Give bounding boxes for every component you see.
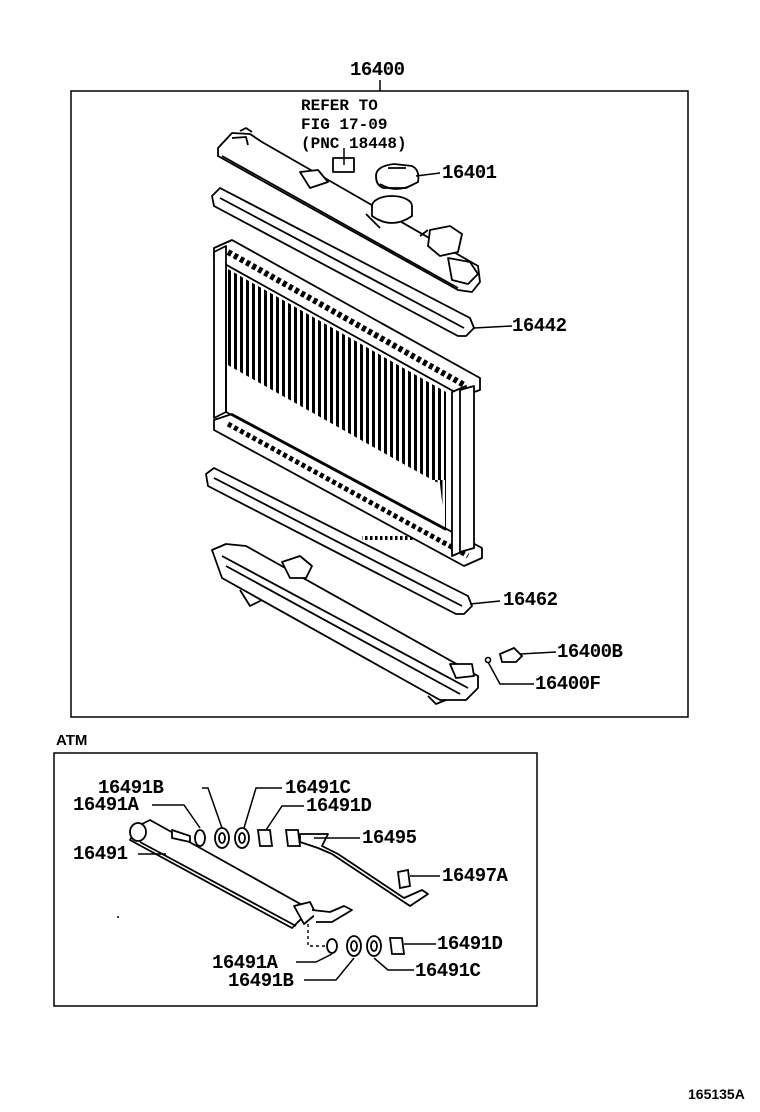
- atm-section-frame: [53, 752, 538, 1007]
- atm-section-label: ATM: [56, 732, 88, 749]
- part-label-washer-c-top: 16491C: [285, 777, 351, 799]
- lower-gasket: [205, 467, 473, 615]
- dashed-connection: [307, 924, 326, 947]
- part-label-pipe: 16495: [362, 827, 417, 849]
- reference-note-line3: (PNC 18448): [301, 135, 407, 153]
- part-label-washer-d-right: 16491D: [437, 933, 503, 955]
- figure-id: 165135A: [688, 1086, 745, 1102]
- assembly-number-label: 16400: [350, 59, 405, 81]
- part-label-washer-a-bottom: 16491A: [212, 952, 278, 974]
- part-label-washer-d-top: 16491D: [306, 795, 372, 817]
- filler-neck: [365, 195, 413, 229]
- reference-note-line1: REFER TO: [301, 97, 378, 115]
- washer-set-bottom: [326, 935, 406, 957]
- reference-note-line2: FIG 17-09: [301, 116, 388, 134]
- part-label-washer-b-left: 16491B: [98, 777, 164, 799]
- oil-cooler-tube: [129, 819, 353, 929]
- clamp-icon: [397, 868, 411, 890]
- drain-cock-icon: [498, 646, 524, 663]
- part-label-cap: 16401: [442, 162, 497, 184]
- part-label-lower-gasket: 16462: [503, 589, 558, 611]
- washer-set-top: [194, 827, 302, 849]
- radiator-core: [213, 239, 483, 567]
- drain-plug-icon: [484, 656, 492, 664]
- part-label-washer-b-bottom: 16491B: [228, 970, 294, 992]
- part-label-oil-cooler: 16491: [73, 843, 128, 865]
- cooler-pipe: [299, 833, 429, 907]
- part-label-drain-plug: 16400F: [535, 673, 601, 695]
- part-label-washer-a-left: 16491A: [73, 794, 139, 816]
- part-label-washer-c-bottom: 16491C: [415, 960, 481, 982]
- lower-tank: [211, 543, 479, 705]
- part-label-clamp: 16497A: [442, 865, 508, 887]
- radiator-cap-icon: [375, 163, 420, 190]
- part-label-drain-cock: 16400B: [557, 641, 623, 663]
- upper-gasket: [211, 187, 475, 337]
- part-label-upper-gasket: 16442: [512, 315, 567, 337]
